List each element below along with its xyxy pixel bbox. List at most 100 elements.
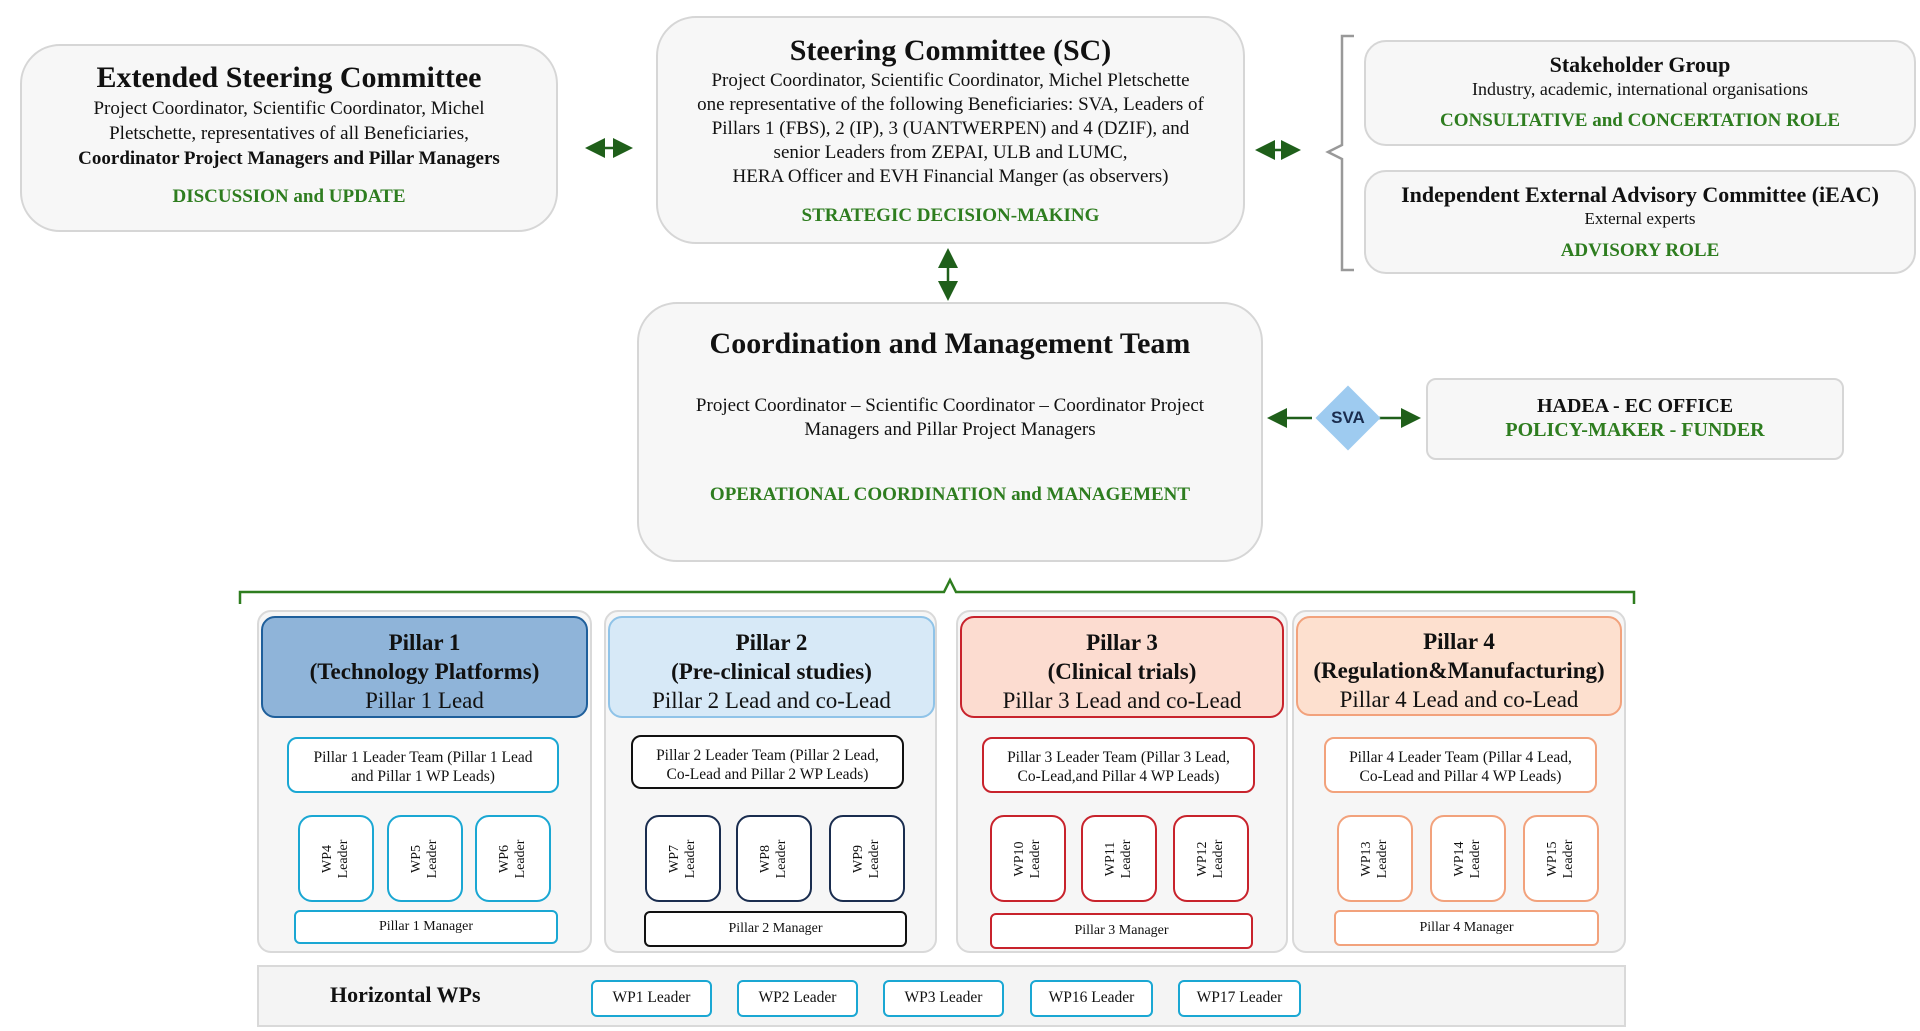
wp3-leader: WP3 Leader (883, 980, 1004, 1017)
steering-line2: one representative of the following Bene… (697, 94, 1204, 115)
ieac-committee: Independent External Advisory Committee … (1364, 170, 1916, 274)
pillars-brace (238, 577, 1636, 604)
coordination-title: Coordination and Management Team (709, 327, 1191, 360)
wp13-label: WP13 Leader (1359, 839, 1390, 878)
wp16-label: WP16 Leader (1048, 989, 1135, 1006)
wp1-label: WP1 Leader (612, 989, 691, 1006)
extended-steering-committee: Extended Steering Committee Project Coor… (20, 44, 558, 232)
pillar-4-subtitle: (Regulation&Manufacturing) (1313, 658, 1605, 683)
wp4-leader: WP4 Leader (298, 815, 374, 902)
wp7-label: WP7 Leader (667, 839, 698, 878)
horizontal-wps-label: Horizontal WPs (330, 982, 481, 1007)
pillar-3-manager-label: Pillar 3 Manager (1074, 923, 1169, 938)
steering-committee: Steering Committee (SC) Project Coordina… (656, 16, 1245, 244)
wp8-label: WP8 Leader (758, 839, 789, 878)
pillar-4-team-line1: Pillar 4 Leader Team (Pillar 4 Lead, (1349, 749, 1572, 766)
wp6-label: WP6 Leader (497, 839, 528, 878)
steering-line3: Pillars 1 (FBS), 2 (IP), 3 (UANTWERPEN) … (711, 118, 1190, 139)
pillar-2-team-line1: Pillar 2 Leader Team (Pillar 2 Lead, (656, 747, 879, 764)
ieac-title: Independent External Advisory Committee … (1401, 182, 1879, 207)
wp6-leader: WP6 Leader (475, 815, 551, 902)
wp17-leader: WP17 Leader (1178, 980, 1301, 1017)
pillar-3-team-line1: Pillar 3 Leader Team (Pillar 3 Lead, (1007, 749, 1230, 766)
wp4-label: WP4 Leader (320, 839, 351, 878)
wp9-label: WP9 Leader (851, 839, 882, 878)
wp13-leader: WP13 Leader (1337, 815, 1413, 902)
pillar-2-name: Pillar 2 (735, 630, 808, 655)
extended-role: DISCUSSION and UPDATE (172, 186, 406, 207)
pillar-2-leader-team: Pillar 2 Leader Team (Pillar 2 Lead, Co-… (631, 735, 904, 789)
sva-label: SVA (1331, 408, 1365, 427)
steering-line4: senior Leaders from ZEPAI, ULB and LUMC, (773, 142, 1128, 163)
pillar-4-lead: Pillar 4 Lead and co-Lead (1339, 687, 1579, 712)
sva-diamond: SVA (1315, 385, 1381, 451)
pillar-1-leader-team: Pillar 1 Leader Team (Pillar 1 Lead and … (287, 737, 559, 793)
pillar-2-team-line2: Co-Lead and Pillar 2 WP Leads) (666, 766, 869, 783)
pillar-4-leader-team: Pillar 4 Leader Team (Pillar 4 Lead, Co-… (1324, 737, 1597, 793)
wp11-label: WP11 Leader (1103, 839, 1134, 878)
wp12-label: WP12 Leader (1195, 839, 1226, 878)
pillar-3-team-line2: Co-Lead,and Pillar 4 WP Leads) (1017, 768, 1220, 785)
hadea-role: POLICY-MAKER - FUNDER (1505, 419, 1765, 441)
steering-line5: HERA Officer and EVH Financial Manger (a… (732, 166, 1169, 187)
wp14-label: WP14 Leader (1452, 839, 1483, 878)
pillar-1-name: Pillar 1 (388, 630, 461, 655)
coordination-line2: Managers and Pillar Project Managers (804, 419, 1096, 440)
pillar-1-team-line1: Pillar 1 Leader Team (Pillar 1 Lead (313, 749, 533, 766)
wp2-label: WP2 Leader (758, 989, 837, 1006)
hadea-title: HADEA - EC OFFICE (1536, 395, 1734, 417)
wp12-leader: WP12 Leader (1173, 815, 1249, 902)
wp16-leader: WP16 Leader (1030, 980, 1153, 1017)
steering-role: STRATEGIC DECISION-MAKING (801, 205, 1100, 226)
wp2-leader: WP2 Leader (737, 980, 858, 1017)
extended-title: Extended Steering Committee (96, 61, 482, 94)
pillar-3-name: Pillar 3 (1086, 630, 1158, 655)
pillar-2-lead: Pillar 2 Lead and co-Lead (652, 688, 891, 713)
wp3-label: WP3 Leader (904, 989, 983, 1006)
wp17-label: WP17 Leader (1196, 989, 1283, 1006)
extended-line1: Project Coordinator, Scientific Coordina… (93, 98, 485, 119)
advisory-brace (1325, 34, 1354, 272)
stakeholder-group: Stakeholder Group Industry, academic, in… (1364, 40, 1916, 146)
wp5-label: WP5 Leader (409, 839, 440, 878)
wp7-leader: WP7 Leader (645, 815, 721, 902)
coordination-team: Coordination and Management Team Project… (637, 302, 1263, 562)
pillar-1-header: Pillar 1 (Technology Platforms) Pillar 1… (261, 616, 588, 718)
steering-title: Steering Committee (SC) (789, 34, 1112, 67)
pillar-4-team-line2: Co-Lead and Pillar 4 WP Leads) (1359, 768, 1562, 785)
wp10-leader: WP10 Leader (990, 815, 1066, 902)
stakeholder-role: CONSULTATIVE and CONCERTATION ROLE (1439, 110, 1840, 131)
pillar-4-header: Pillar 4 (Regulation&Manufacturing) Pill… (1296, 616, 1622, 716)
pillar-3-leader-team: Pillar 3 Leader Team (Pillar 3 Lead, Co-… (982, 737, 1255, 793)
steering-line1: Project Coordinator, Scientific Coordina… (711, 70, 1190, 91)
pillar-1-lead: Pillar 1 Lead (365, 688, 484, 713)
pillar-4-manager: Pillar 4 Manager (1334, 910, 1599, 946)
wp15-leader: WP15 Leader (1523, 815, 1599, 902)
pillar-3-lead: Pillar 3 Lead and co-Lead (1002, 688, 1242, 713)
pillar-2-manager: Pillar 2 Manager (644, 911, 907, 947)
wp1-leader: WP1 Leader (591, 980, 712, 1017)
pillar-3-subtitle: (Clinical trials) (1047, 659, 1197, 684)
pillar-1-subtitle: (Technology Platforms) (309, 659, 540, 684)
pillar-1-team-line2: and Pillar 1 WP Leads) (351, 768, 495, 785)
wp10-label: WP10 Leader (1012, 839, 1043, 878)
wp15-label: WP15 Leader (1545, 839, 1576, 878)
stakeholder-title: Stakeholder Group (1549, 52, 1731, 77)
hadea-office: HADEA - EC OFFICE POLICY-MAKER - FUNDER (1426, 378, 1844, 460)
extended-line3: Coordinator Project Managers and Pillar … (78, 148, 500, 169)
stakeholder-desc: Industry, academic, international organi… (1472, 79, 1808, 99)
pillar-4-name: Pillar 4 (1423, 629, 1495, 654)
wp9-leader: WP9 Leader (829, 815, 905, 902)
wp11-leader: WP11 Leader (1081, 815, 1157, 902)
pillar-2-subtitle: (Pre-clinical studies) (671, 659, 872, 684)
pillar-3-header: Pillar 3 (Clinical trials) Pillar 3 Lead… (960, 616, 1284, 718)
ieac-desc: External experts (1584, 209, 1696, 228)
wp5-leader: WP5 Leader (387, 815, 463, 902)
pillar-2-header: Pillar 2 (Pre-clinical studies) Pillar 2… (608, 616, 935, 718)
pillar-2-manager-label: Pillar 2 Manager (728, 921, 823, 936)
pillar-3-manager: Pillar 3 Manager (990, 913, 1253, 949)
coordination-line1: Project Coordinator – Scientific Coordin… (695, 395, 1205, 416)
ieac-role: ADVISORY ROLE (1560, 240, 1720, 261)
coordination-role: OPERATIONAL COORDINATION and MANAGEMENT (709, 484, 1191, 505)
pillar-1-manager-label: Pillar 1 Manager (378, 919, 474, 934)
